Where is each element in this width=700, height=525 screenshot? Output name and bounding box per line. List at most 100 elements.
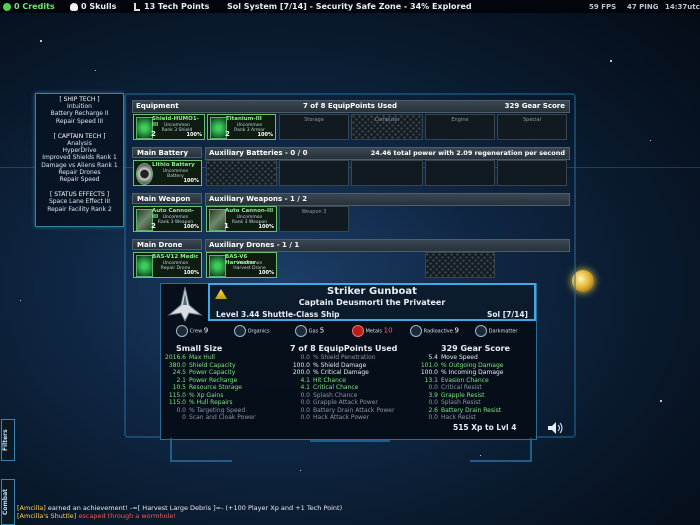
stat-value: 100.0 [420, 369, 438, 376]
slot-label: Engine [451, 117, 469, 123]
stat-value: 5.4 [428, 354, 438, 361]
time-label: 14:37utc [665, 2, 700, 11]
item-condition: 100% [258, 270, 274, 276]
chat-player-name[interactable]: [Amcilla's Shuttle] [17, 512, 77, 520]
filters-tab[interactable]: Filters [1, 419, 15, 461]
ship-name: Striker Gunboat [327, 286, 417, 297]
item-condition: 100% [183, 178, 199, 184]
stat-row: 100.0% Incoming Damage [414, 369, 504, 377]
aux-battery-slot-4[interactable] [425, 160, 495, 186]
weapon-item-icon [209, 209, 226, 231]
special-slot[interactable]: Special [497, 114, 567, 140]
stat-label: Evasion Chance [441, 376, 489, 384]
armor-slot[interactable]: Titanium-III Uncommon Rank 3 Armor 2 100… [207, 114, 276, 140]
frame-bracket [470, 438, 532, 462]
engine-slot[interactable]: Engine [425, 114, 495, 140]
aux-weapon-slot-1[interactable]: Auto Cannon-III Uncommon Rank 3 Weapon 1… [206, 206, 277, 232]
stat-label: Splash Resist [441, 399, 481, 406]
item-name: Titanium-III [226, 116, 262, 122]
equipment-gear-score: 329 Gear Score [504, 102, 565, 110]
item-condition: 100% [183, 224, 199, 230]
stat-row: 0.0% Targeting Speed [162, 407, 255, 415]
aux-drone-slot-1[interactable]: BAS-V6 Harvester Uncommon Harvest Drone … [206, 252, 277, 278]
chat-line: [Amcilla] earned an achievement! -=[ Har… [17, 503, 617, 513]
resource-label: Darkmatter [488, 328, 518, 335]
ship-tech-header: [ SHIP TECH ] [59, 96, 100, 103]
status-effect-item: Space Lane Effect III [48, 198, 111, 206]
credits-display: 0 Credits [3, 2, 55, 11]
credits-label: 0 Credits [14, 2, 55, 11]
aux-battery-slot-3[interactable] [351, 160, 423, 186]
item-count: 1 [224, 222, 229, 230]
aux-weapon-slot-3[interactable]: Weapon 3 [279, 206, 349, 232]
computer-slot[interactable]: Computer [351, 114, 423, 140]
stat-value: 115.0 [168, 391, 186, 399]
speaker-icon[interactable] [547, 421, 565, 435]
stat-value: 0.0 [428, 384, 438, 391]
combat-tab[interactable]: Combat [1, 479, 15, 525]
captain-name: Captain Deusmorti the Privateer [298, 298, 446, 307]
stat-value: 100.0 [292, 361, 310, 369]
stat-label: Power Capacity [189, 369, 236, 376]
armor-item-icon [210, 117, 227, 139]
main-weapon-header: Main Weapon [132, 193, 202, 204]
stat-label: Hack Resist [441, 414, 476, 421]
ship-image [165, 285, 205, 323]
resource-label: Metals [365, 328, 383, 335]
filters-label: Filters [2, 429, 9, 451]
stat-value: 0.0 [300, 391, 310, 399]
stat-row: 100.0% Shield Damage [286, 362, 394, 370]
battery-item-icon [136, 163, 153, 185]
stat-label: % Outgoing Damage [441, 361, 504, 369]
stat-value: 0.0 [300, 414, 310, 421]
item-rarity: Uncommon [162, 215, 189, 220]
stat-value: 24.5 [172, 369, 186, 376]
main-drone-slot[interactable]: BAS-V12 Medic Uncommon Repair Drone 100% [133, 252, 202, 278]
stat-label: Hack Attack Power [313, 414, 370, 421]
gas-icon [295, 325, 307, 337]
stat-label: Grapple Attack Power [313, 399, 378, 406]
organics-icon [234, 325, 246, 337]
main-weapon-slot[interactable]: Auto Cannon-III Uncommon Rank 3 Weapon 2… [133, 206, 202, 232]
captain-tech-item: Improved Shields Rank 1 [42, 154, 117, 162]
aux-battery-slot-1[interactable] [206, 160, 277, 186]
item-condition: 100% [186, 132, 202, 138]
item-condition: 100% [183, 270, 199, 276]
stat-label: Hit Chance [313, 376, 346, 384]
resource-label: Crew [189, 328, 203, 335]
stat-label: Splash Chance [313, 391, 358, 399]
shield-slot[interactable]: Shield-HUMO1-III Uncommon Rank 3 Shield … [133, 114, 205, 140]
item-name: BAS-V12 Medic [152, 254, 199, 260]
item-name: BAS-V6 Harvester [225, 254, 256, 266]
resource-label: Radioactive [423, 328, 453, 335]
aux-battery-slot-2[interactable] [279, 160, 349, 186]
equipment-title: Equipment [136, 102, 179, 110]
main-battery-slot[interactable]: Lithio Battery Uncommon Battery 100% [133, 160, 202, 186]
ship-title-card: Striker Gunboat Captain Deusmorti the Pr… [208, 283, 536, 321]
stat-label: % Shield Penetration [313, 354, 376, 361]
item-detail: Rank 3 Shield [161, 128, 193, 133]
planet-icon [572, 270, 594, 292]
aux-weapons-header: Auxiliary Weapons - 1 / 2 [205, 193, 570, 206]
power-info: 24.46 total power with 2.09 regeneration… [370, 149, 565, 157]
captain-tech-item: HyperDrive [62, 147, 97, 155]
captain-tech-item: Repair Drones [58, 168, 101, 176]
item-rarity: Uncommon [236, 123, 263, 128]
weapon-item-icon [136, 209, 153, 231]
ship-size: Small Size [176, 344, 223, 353]
chat-player-name[interactable]: [Amcilla] [17, 504, 46, 512]
item-rarity: Uncommon [236, 261, 263, 266]
radioactive-icon [410, 325, 422, 337]
item-count: 2 [151, 130, 156, 138]
storage-slot[interactable]: Storage [279, 114, 349, 140]
aux-battery-slot-5[interactable] [497, 160, 567, 186]
stat-label: Critical Chance [313, 384, 359, 391]
